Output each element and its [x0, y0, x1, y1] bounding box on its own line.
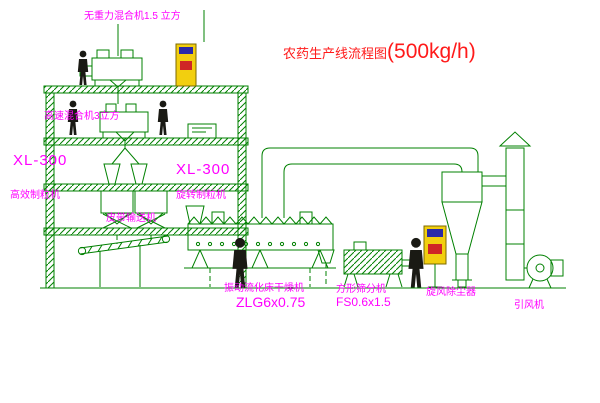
fluid-bed-dryer-drawing: [184, 205, 336, 269]
control-panel-upper: [175, 43, 197, 87]
building-structure: [43, 85, 249, 289]
exhaust-stack-drawing: [498, 131, 532, 281]
granulator-right-drawing: [134, 190, 168, 229]
page-title: 农药生产线流程图(500kg/h): [283, 40, 476, 64]
label-granulator-right: 旋转制粒机: [176, 190, 226, 201]
leader-lines: [117, 10, 205, 56]
cyclone-drawing: [441, 171, 506, 288]
dryer-support-drop-lines: [209, 263, 327, 287]
label-high-speed-mixer: 高速混合机3立方: [44, 111, 120, 122]
label-induced-draft-fan: 引风机: [514, 300, 544, 311]
granulator-left-drawing: [100, 190, 134, 229]
label-gravity-mixer: 无重力混合机1.5 立方: [84, 11, 181, 22]
person-figure: [408, 237, 424, 288]
person-figure: [157, 100, 169, 135]
label-sieve-model: FS0.6x1.5: [336, 295, 391, 309]
control-panel-lower: [423, 225, 447, 288]
label-belt-conveyor: 皮带输送机: [106, 213, 156, 224]
label-xl300-right: XL-300: [176, 161, 231, 178]
exhaust-duct: [261, 147, 479, 218]
belt-conveyor-drawing: [77, 234, 171, 287]
feed-funnels: [103, 163, 148, 185]
label-xl300-left: XL-300: [13, 152, 68, 169]
label-cyclone-dust-collector: 旋风除尘器: [426, 287, 476, 298]
control-box-drawing: [187, 123, 217, 139]
title-capacity: (500kg/h): [387, 40, 476, 63]
label-dryer-model: ZLG6x0.75: [236, 294, 306, 310]
high-speed-mixer-drawing: [99, 103, 149, 165]
label-fluid-bed-dryer: 振动流化床干燥机: [224, 283, 304, 294]
person-figure: [77, 50, 89, 85]
title-text: 农药生产线流程图: [283, 46, 388, 61]
label-square-sieve: 方形筛分机: [336, 284, 386, 295]
fan-drawing: [524, 254, 564, 289]
label-granulator-left: 高效制粒机: [10, 190, 60, 201]
sieve-drawing: [343, 241, 411, 288]
gravity-mixer-drawing: [79, 49, 143, 104]
